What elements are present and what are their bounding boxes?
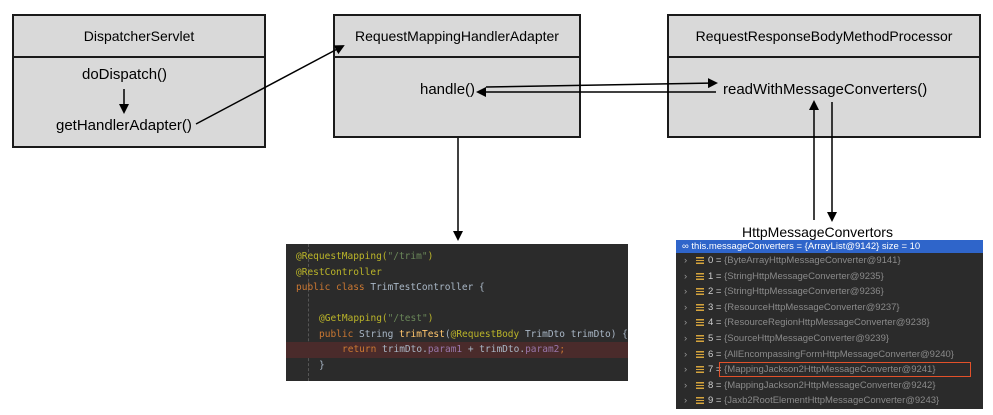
list-field-icon [696,350,704,358]
request-mapping-handler-adapter-box: RequestMappingHandlerAdapter [333,14,581,138]
converter-item[interactable]: ›2 = {StringHttpMessageConverter@9236} [676,284,983,300]
message-converters-header[interactable]: ∞ this.messageConverters = {ArrayList@91… [676,240,983,253]
converter-item[interactable]: ›4 = {ResourceRegionHttpMessageConverter… [676,315,983,331]
converter-item[interactable]: ›8 = {MappingJackson2HttpMessageConverte… [676,378,983,394]
chevron-right-icon[interactable]: › [684,317,688,329]
highlighted-jackson-converter-box [719,362,971,377]
code-line-4 [286,296,628,312]
code-line-2: @RestController [296,266,382,278]
chevron-right-icon[interactable]: › [684,395,688,407]
chevron-right-icon[interactable]: › [684,255,688,266]
list-field-icon [696,397,704,405]
chevron-right-icon[interactable]: › [684,348,688,360]
request-mapping-handler-adapter-title: RequestMappingHandlerAdapter [335,16,579,58]
list-field-icon [696,381,704,389]
converter-item[interactable]: ›5 = {SourceHttpMessageConverter@9239} [676,331,983,347]
list-field-icon [696,303,704,311]
request-response-body-method-processor-title: RequestResponseBodyMethodProcessor [669,16,979,58]
code-line-3: public class TrimTestController { [296,282,485,293]
chevron-right-icon[interactable]: › [684,270,688,282]
converter-item[interactable]: ›9 = {Jaxb2RootElementHttpMessageConvert… [676,393,983,409]
get-handler-adapter-label: getHandlerAdapter() [56,117,192,134]
list-field-icon [696,334,704,342]
converter-item[interactable]: ›7 = {MappingJackson2HttpMessageConverte… [676,362,983,378]
code-snippet: @RequestMapping("/trim") @RestController… [286,244,628,381]
debugger-variables-panel: ∞ this.messageConverters = {ArrayList@91… [676,240,983,409]
watch-glasses-icon: ∞ [682,241,692,252]
converter-item[interactable]: ›0 = {ByteArrayHttpMessageConverter@9141… [676,253,983,269]
chevron-right-icon[interactable]: › [684,332,688,344]
code-line-1: @RequestMapping("/trim") [296,251,434,262]
do-dispatch-label: doDispatch() [82,66,168,83]
list-field-icon [696,366,704,374]
code-line-7: return trimDto.param1 + trimDto.param2; [286,342,628,358]
code-line-6: public String trimTest(@RequestBody Trim… [319,328,628,340]
converter-item[interactable]: ›3 = {ResourceHttpMessageConverter@9237} [676,300,983,316]
chevron-right-icon[interactable]: › [684,379,688,391]
chevron-right-icon[interactable]: › [684,286,688,298]
converter-item[interactable]: ›6 = {AllEncompassingFormHttpMessageConv… [676,347,983,363]
dispatcher-servlet-title: DispatcherServlet [14,16,264,58]
converter-item[interactable]: ›1 = {StringHttpMessageConverter@9235} [676,269,983,285]
chevron-right-icon[interactable]: › [684,301,688,313]
read-with-message-converters-label: readWithMessageConverters() [723,81,928,98]
request-response-body-method-processor-box: RequestResponseBodyMethodProcessor [667,14,981,138]
code-line-8: } [319,359,325,371]
list-field-icon [696,319,704,327]
list-field-icon [696,256,704,264]
chevron-right-icon[interactable]: › [684,364,688,376]
list-field-icon [696,288,704,296]
list-field-icon [696,272,704,280]
http-message-convertors-caption: HttpMessageConvertors [742,224,893,240]
handle-label: handle() [420,81,476,98]
code-indent-guide [308,244,309,381]
code-line-5: @GetMapping("/test") [319,313,434,324]
